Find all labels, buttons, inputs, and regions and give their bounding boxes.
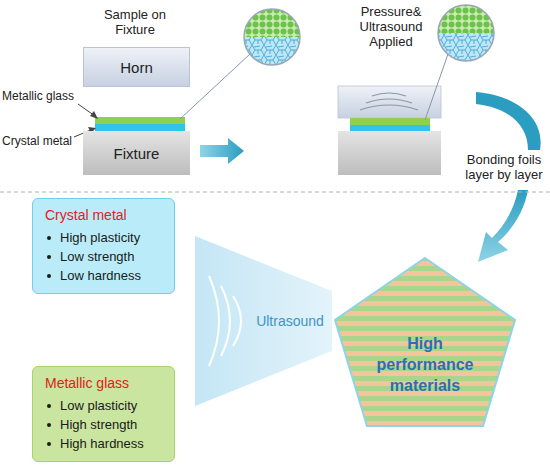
bullet-row: Low strength <box>45 247 166 266</box>
bullet-text: High strength <box>60 415 137 434</box>
layer-label: Metallic glass <box>2 89 82 104</box>
bullet-row: High hardness <box>45 434 166 453</box>
horn-block: Horn <box>83 47 190 87</box>
bullet-row: High strength <box>45 415 166 434</box>
block-label: Horn <box>120 59 153 76</box>
bullet-text: Low hardness <box>60 266 141 285</box>
fixture-block: Fixture <box>83 131 190 175</box>
bullet-text: Low plasticity <box>60 396 137 415</box>
bullet-text: High hardness <box>60 434 144 453</box>
bullet-dot <box>47 442 51 446</box>
bullet-dot <box>47 236 51 240</box>
shape-label: Ultrasound <box>251 311 329 331</box>
box-heading: Crystal metal <box>45 205 166 225</box>
step-caption: Bonding foils layer by layer <box>460 152 548 182</box>
shape-label: High performance materials <box>370 333 480 396</box>
bullet-row: Low hardness <box>45 266 166 285</box>
bullet-text: High plasticity <box>60 228 140 247</box>
bullet-dot <box>47 255 51 259</box>
box-heading: Metallic glass <box>45 373 166 393</box>
pentagon-material: High performance materials <box>333 256 517 428</box>
property-box: Metallic glassLow plasticityHigh strengt… <box>32 366 175 462</box>
bullet-dot <box>47 404 51 408</box>
block-label: Fixture <box>114 145 160 162</box>
bullet-row: High plasticity <box>45 228 166 247</box>
property-box: Crystal metalHigh plasticityLow strength… <box>32 198 175 294</box>
step-caption: Pressure& Ultrasound Applied <box>352 4 430 49</box>
layer-label: Crystal metal <box>2 134 76 149</box>
ultrasound-funnel: Ultrasound <box>195 236 332 406</box>
bullet-dot <box>47 274 51 278</box>
bullet-dot <box>47 423 51 427</box>
step-caption: Sample on Fixture <box>92 7 178 37</box>
bullet-row: Low plasticity <box>45 396 166 415</box>
bullet-text: Low strength <box>60 247 134 266</box>
